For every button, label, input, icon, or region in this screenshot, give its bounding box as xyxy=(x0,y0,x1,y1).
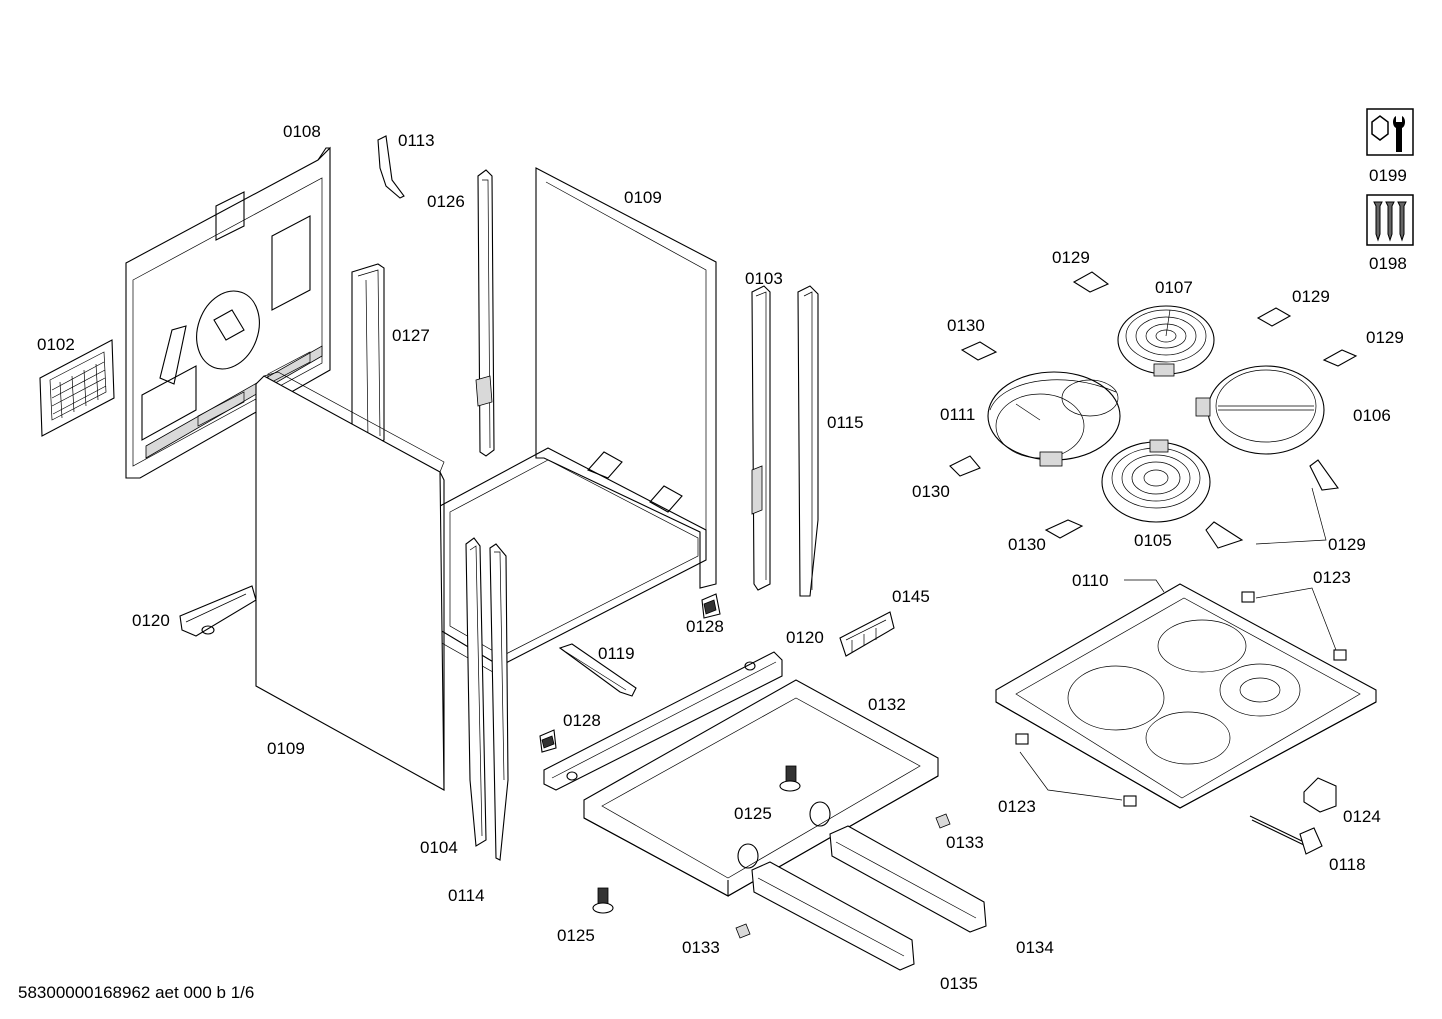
label-0199[interactable]: 0199 xyxy=(1369,166,1407,185)
clip-0129-bottom1[interactable] xyxy=(1205,521,1244,549)
label-0129-right1[interactable]: 0129 xyxy=(1292,287,1330,306)
heating-element-0105[interactable] xyxy=(1101,439,1211,523)
label-0115[interactable]: 0115 xyxy=(827,413,864,432)
bracket-0120-mid[interactable] xyxy=(543,651,783,791)
side-rail-0127[interactable] xyxy=(351,263,385,447)
label-0120-mid[interactable]: 0120 xyxy=(786,628,824,647)
heating-element-0106[interactable] xyxy=(1195,365,1325,455)
label-0129-top[interactable]: 0129 xyxy=(1052,248,1090,267)
label-0126[interactable]: 0126 xyxy=(427,192,465,211)
part-0145[interactable] xyxy=(839,611,895,657)
side-panel-0109-front[interactable] xyxy=(255,371,445,791)
rail-0114[interactable] xyxy=(489,543,509,861)
label-0109-bottom[interactable]: 0109 xyxy=(267,739,305,758)
label-0198[interactable]: 0198 xyxy=(1369,254,1407,273)
clip-0129-right1[interactable] xyxy=(1256,307,1292,327)
label-0129-bottom[interactable]: 0129 xyxy=(1328,535,1366,554)
wrench-nut-icon[interactable] xyxy=(1366,108,1414,156)
label-0114[interactable]: 0114 xyxy=(448,886,485,905)
part-0123-top1[interactable] xyxy=(1241,591,1255,603)
label-0133-bottom[interactable]: 0133 xyxy=(682,938,720,957)
label-0128-top[interactable]: 0128 xyxy=(686,617,724,636)
label-0135[interactable]: 0135 xyxy=(940,974,978,993)
clip-0129-top[interactable] xyxy=(1072,271,1110,293)
leader-lines xyxy=(1019,487,1337,801)
label-0127[interactable]: 0127 xyxy=(392,326,430,345)
document-id: 58300000168962 aet 000 b 1/6 xyxy=(18,983,255,1002)
runner-0134[interactable] xyxy=(809,801,987,933)
clip-0128-top[interactable] xyxy=(701,593,721,619)
label-0102[interactable]: 0102 xyxy=(37,335,75,354)
part-0123-bottom1[interactable] xyxy=(1015,733,1029,745)
label-0123-bottom[interactable]: 0123 xyxy=(998,797,1036,816)
bracket-0120-left[interactable] xyxy=(179,585,257,637)
clip-0128-bottom[interactable] xyxy=(539,729,557,753)
screw-0133-bottom[interactable] xyxy=(735,923,751,939)
label-0145[interactable]: 0145 xyxy=(892,587,930,606)
label-0128-bottom[interactable]: 0128 xyxy=(563,711,601,730)
screw-0133-right[interactable] xyxy=(935,813,951,829)
part-0123-bottom2[interactable] xyxy=(1123,795,1137,807)
label-0119[interactable]: 0119 xyxy=(598,644,635,663)
rail-0126[interactable] xyxy=(475,169,495,457)
label-0132[interactable]: 0132 xyxy=(868,695,906,714)
label-0125-mid[interactable]: 0125 xyxy=(734,804,772,823)
cable-0118[interactable] xyxy=(1249,815,1323,855)
heating-element-0107[interactable] xyxy=(1117,305,1215,377)
label-0124[interactable]: 0124 xyxy=(1343,807,1381,826)
foot-0125-bottom[interactable] xyxy=(592,887,614,914)
label-0123-top[interactable]: 0123 xyxy=(1313,568,1351,587)
label-0106[interactable]: 0106 xyxy=(1353,406,1391,425)
heating-element-0111[interactable] xyxy=(987,371,1121,467)
rail-0103[interactable] xyxy=(751,285,771,591)
clip-0129-bottom2[interactable] xyxy=(1309,459,1339,491)
fan-cover-0102[interactable] xyxy=(39,339,115,437)
label-0129-right2[interactable]: 0129 xyxy=(1366,328,1404,347)
label-0105[interactable]: 0105 xyxy=(1134,531,1172,550)
clip-0130-mid[interactable] xyxy=(949,455,981,477)
label-0125-bottom[interactable]: 0125 xyxy=(557,926,595,945)
label-0134[interactable]: 0134 xyxy=(1016,938,1054,957)
bracket-0113[interactable] xyxy=(377,135,405,199)
label-0133-right[interactable]: 0133 xyxy=(946,833,984,852)
runner-0135[interactable] xyxy=(737,843,915,971)
label-0118[interactable]: 0118 xyxy=(1329,855,1366,874)
part-0123-top2[interactable] xyxy=(1333,649,1347,661)
label-0104[interactable]: 0104 xyxy=(420,838,458,857)
clip-0129-right2[interactable] xyxy=(1322,349,1358,367)
label-0103[interactable]: 0103 xyxy=(745,269,783,288)
ceramic-hob-top-0110[interactable] xyxy=(995,583,1377,809)
part-0124[interactable] xyxy=(1303,777,1337,813)
label-0110[interactable]: 0110 xyxy=(1072,571,1109,590)
label-0111[interactable]: 0111 xyxy=(940,405,976,424)
label-0130-bottom[interactable]: 0130 xyxy=(1008,535,1046,554)
screws-icon[interactable] xyxy=(1366,194,1414,246)
label-0109-top[interactable]: 0109 xyxy=(624,188,662,207)
clip-0130-top[interactable] xyxy=(960,341,998,361)
label-0108[interactable]: 0108 xyxy=(283,122,321,141)
foot-0125-mid[interactable] xyxy=(779,765,801,792)
rail-0104[interactable] xyxy=(465,537,487,847)
label-0120-left[interactable]: 0120 xyxy=(132,611,170,630)
rail-0119[interactable] xyxy=(558,643,637,697)
rail-0115[interactable] xyxy=(797,285,819,597)
label-0130-top[interactable]: 0130 xyxy=(947,316,985,335)
clip-0130-bottom[interactable] xyxy=(1044,519,1084,539)
label-0113[interactable]: 0113 xyxy=(398,131,435,150)
label-0130-mid[interactable]: 0130 xyxy=(912,482,950,501)
label-0107[interactable]: 0107 xyxy=(1155,278,1193,297)
